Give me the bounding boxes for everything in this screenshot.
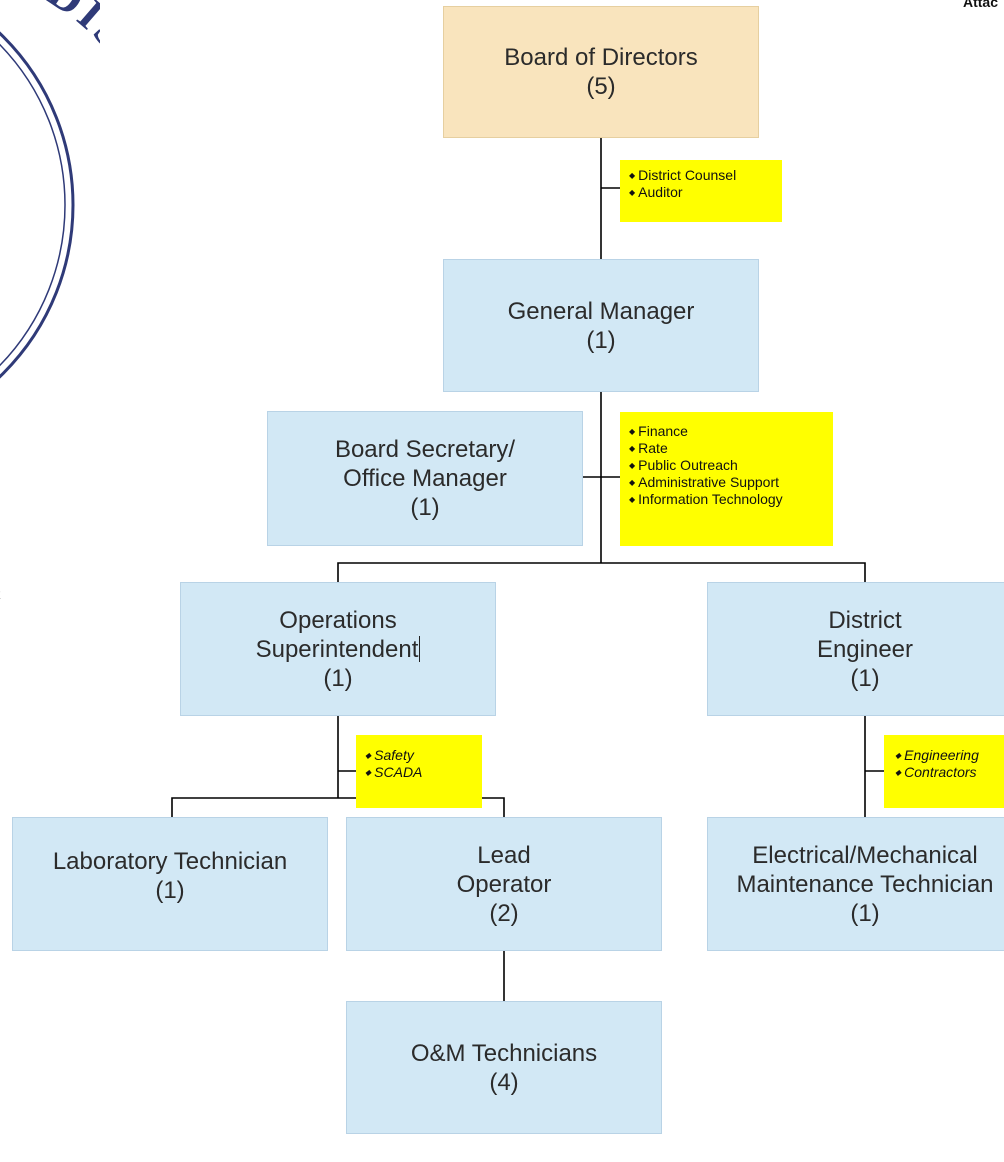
note-item: ◆Administrative Support (629, 474, 779, 490)
general-manager-box: General Manager (1) (443, 259, 759, 392)
ops-title-line2: Superintendent (255, 635, 419, 663)
text-cursor (419, 635, 421, 662)
ops-title-line1: Operations (279, 606, 397, 634)
om-technicians-box: O&M Technicians (4) (346, 1001, 662, 1134)
operations-superintendent-box: Operations Superintendent (1) (180, 582, 496, 716)
ops-count: (1) (323, 664, 353, 692)
em-count: (1) (850, 899, 880, 927)
em-title-line2: Maintenance Technician (736, 870, 994, 898)
engineer-title-line2: Engineer (816, 635, 914, 663)
note-item: ◆District Counsel (629, 167, 737, 183)
engineer-title-line1: District (828, 606, 902, 634)
engineering-functions-note: ◆Engineering ◆Contractors (884, 735, 1004, 808)
gm-count: (1) (586, 326, 616, 354)
gm-functions-note: ◆Finance ◆Rate ◆Public Outreach ◆Adminis… (620, 412, 833, 546)
ops-title-line2-wrap: Superintendent (256, 635, 421, 664)
note-item: ◆Safety (365, 747, 414, 763)
note-item: ◆Engineering (895, 747, 979, 763)
board-support-note: ◆District Counsel ◆Auditor (620, 160, 782, 222)
board-count: (5) (586, 73, 616, 100)
lead-count: (2) (489, 899, 519, 927)
note-item: ◆Finance (629, 423, 688, 439)
secretary-title-line1: Board Secretary/ (334, 436, 516, 463)
note-item: ◆SCADA (365, 764, 423, 780)
om-title: O&M Technicians (410, 1039, 598, 1067)
note-item: ◆Information Technology (629, 491, 783, 507)
engineer-count: (1) (850, 664, 880, 692)
lead-title-line2: Operator (456, 870, 552, 898)
connector-lower-bar (171, 797, 505, 817)
secretary-count: (1) (410, 494, 440, 521)
lead-title-line1: Lead (477, 841, 531, 869)
attachment-label-fragment: Attac (962, 0, 998, 10)
gm-title: General Manager (507, 297, 695, 325)
connector-mid-bar (337, 562, 866, 582)
district-engineer-box: District Engineer (1) (707, 582, 1004, 716)
board-secretary-box: Board Secretary/ Office Manager (1) (267, 411, 583, 546)
board-of-directors-box: Board of Directors (5) (443, 6, 759, 138)
lead-operator-box: Lead Operator (2) (346, 817, 662, 951)
em-technician-box: Electrical/Mechanical Maintenance Techni… (707, 817, 1004, 951)
lab-title: Laboratory Technician (52, 848, 288, 875)
note-item: ◆Rate (629, 440, 668, 456)
em-title-line1: Electrical/Mechanical (752, 841, 978, 869)
note-item: ◆Auditor (629, 184, 683, 200)
secretary-title-line2: Office Manager (343, 465, 507, 492)
om-count: (4) (489, 1068, 519, 1096)
note-item: ◆Contractors (895, 764, 977, 780)
laboratory-technician-box: Laboratory Technician (1) (12, 817, 328, 951)
note-item: ◆Public Outreach (629, 457, 738, 473)
lab-count: (1) (155, 877, 185, 904)
ops-functions-note: ◆Safety ◆SCADA (356, 735, 482, 808)
board-title: Board of Directors (504, 44, 698, 71)
